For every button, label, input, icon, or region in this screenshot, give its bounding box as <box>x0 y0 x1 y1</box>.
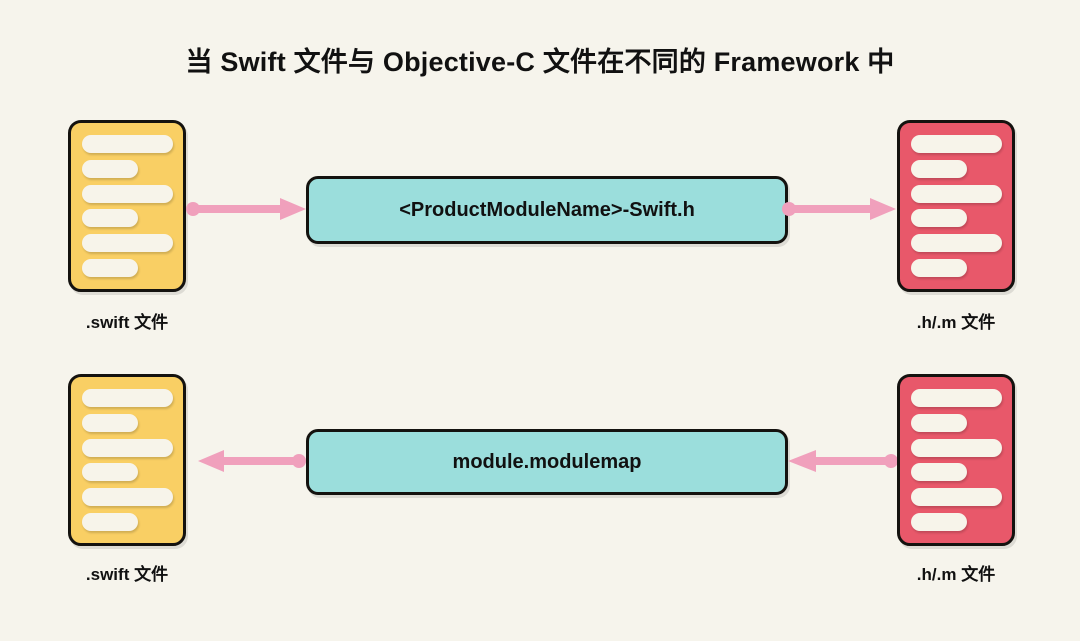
swift-file-card-row2[interactable] <box>68 374 186 546</box>
file-line <box>911 389 1002 407</box>
arrow-modulemap-to-swift-icon <box>198 448 306 474</box>
file-line <box>911 413 968 432</box>
objc-file-card-row2[interactable] <box>897 374 1015 546</box>
file-line <box>911 463 968 482</box>
file-line <box>82 234 173 253</box>
file-line <box>911 488 1002 507</box>
arrow-header-to-objc-icon <box>782 196 896 222</box>
file-line <box>82 463 139 482</box>
swift-file-label-row2: .swift 文件 <box>85 565 169 584</box>
arrow-swift-to-header-icon <box>186 196 306 222</box>
file-line <box>911 184 1002 203</box>
file-line <box>82 159 139 178</box>
process-box-label: <ProductModuleName>-Swift.h <box>399 198 695 221</box>
arrow-objc-to-modulemap-icon <box>788 448 898 474</box>
file-line <box>911 234 1002 253</box>
file-line <box>82 209 139 228</box>
file-line <box>911 135 1002 153</box>
file-line <box>82 135 173 153</box>
objc-file-label-row2: .h/.m 文件 <box>916 565 996 584</box>
file-line <box>82 389 173 407</box>
process-box-module-modulemap[interactable]: module.modulemap <box>306 429 788 495</box>
file-line <box>82 512 139 531</box>
file-line <box>82 488 173 507</box>
file-line <box>911 209 968 228</box>
swift-file-card-row1[interactable] <box>68 120 186 292</box>
swift-file-label-row1: .swift 文件 <box>85 313 169 332</box>
process-box-label: module.modulemap <box>452 450 642 473</box>
file-line <box>911 512 968 531</box>
file-line <box>82 184 173 203</box>
file-line <box>911 159 968 178</box>
process-box-product-module-header[interactable]: <ProductModuleName>-Swift.h <box>306 176 788 244</box>
objc-file-label-row1: .h/.m 文件 <box>916 313 996 332</box>
file-line <box>82 258 139 277</box>
file-line <box>82 413 139 432</box>
file-line <box>911 438 1002 457</box>
objc-file-card-row1[interactable] <box>897 120 1015 292</box>
file-line <box>911 258 968 277</box>
file-line <box>82 438 173 457</box>
page-title: 当 Swift 文件与 Objective-C 文件在不同的 Framework… <box>185 47 895 77</box>
